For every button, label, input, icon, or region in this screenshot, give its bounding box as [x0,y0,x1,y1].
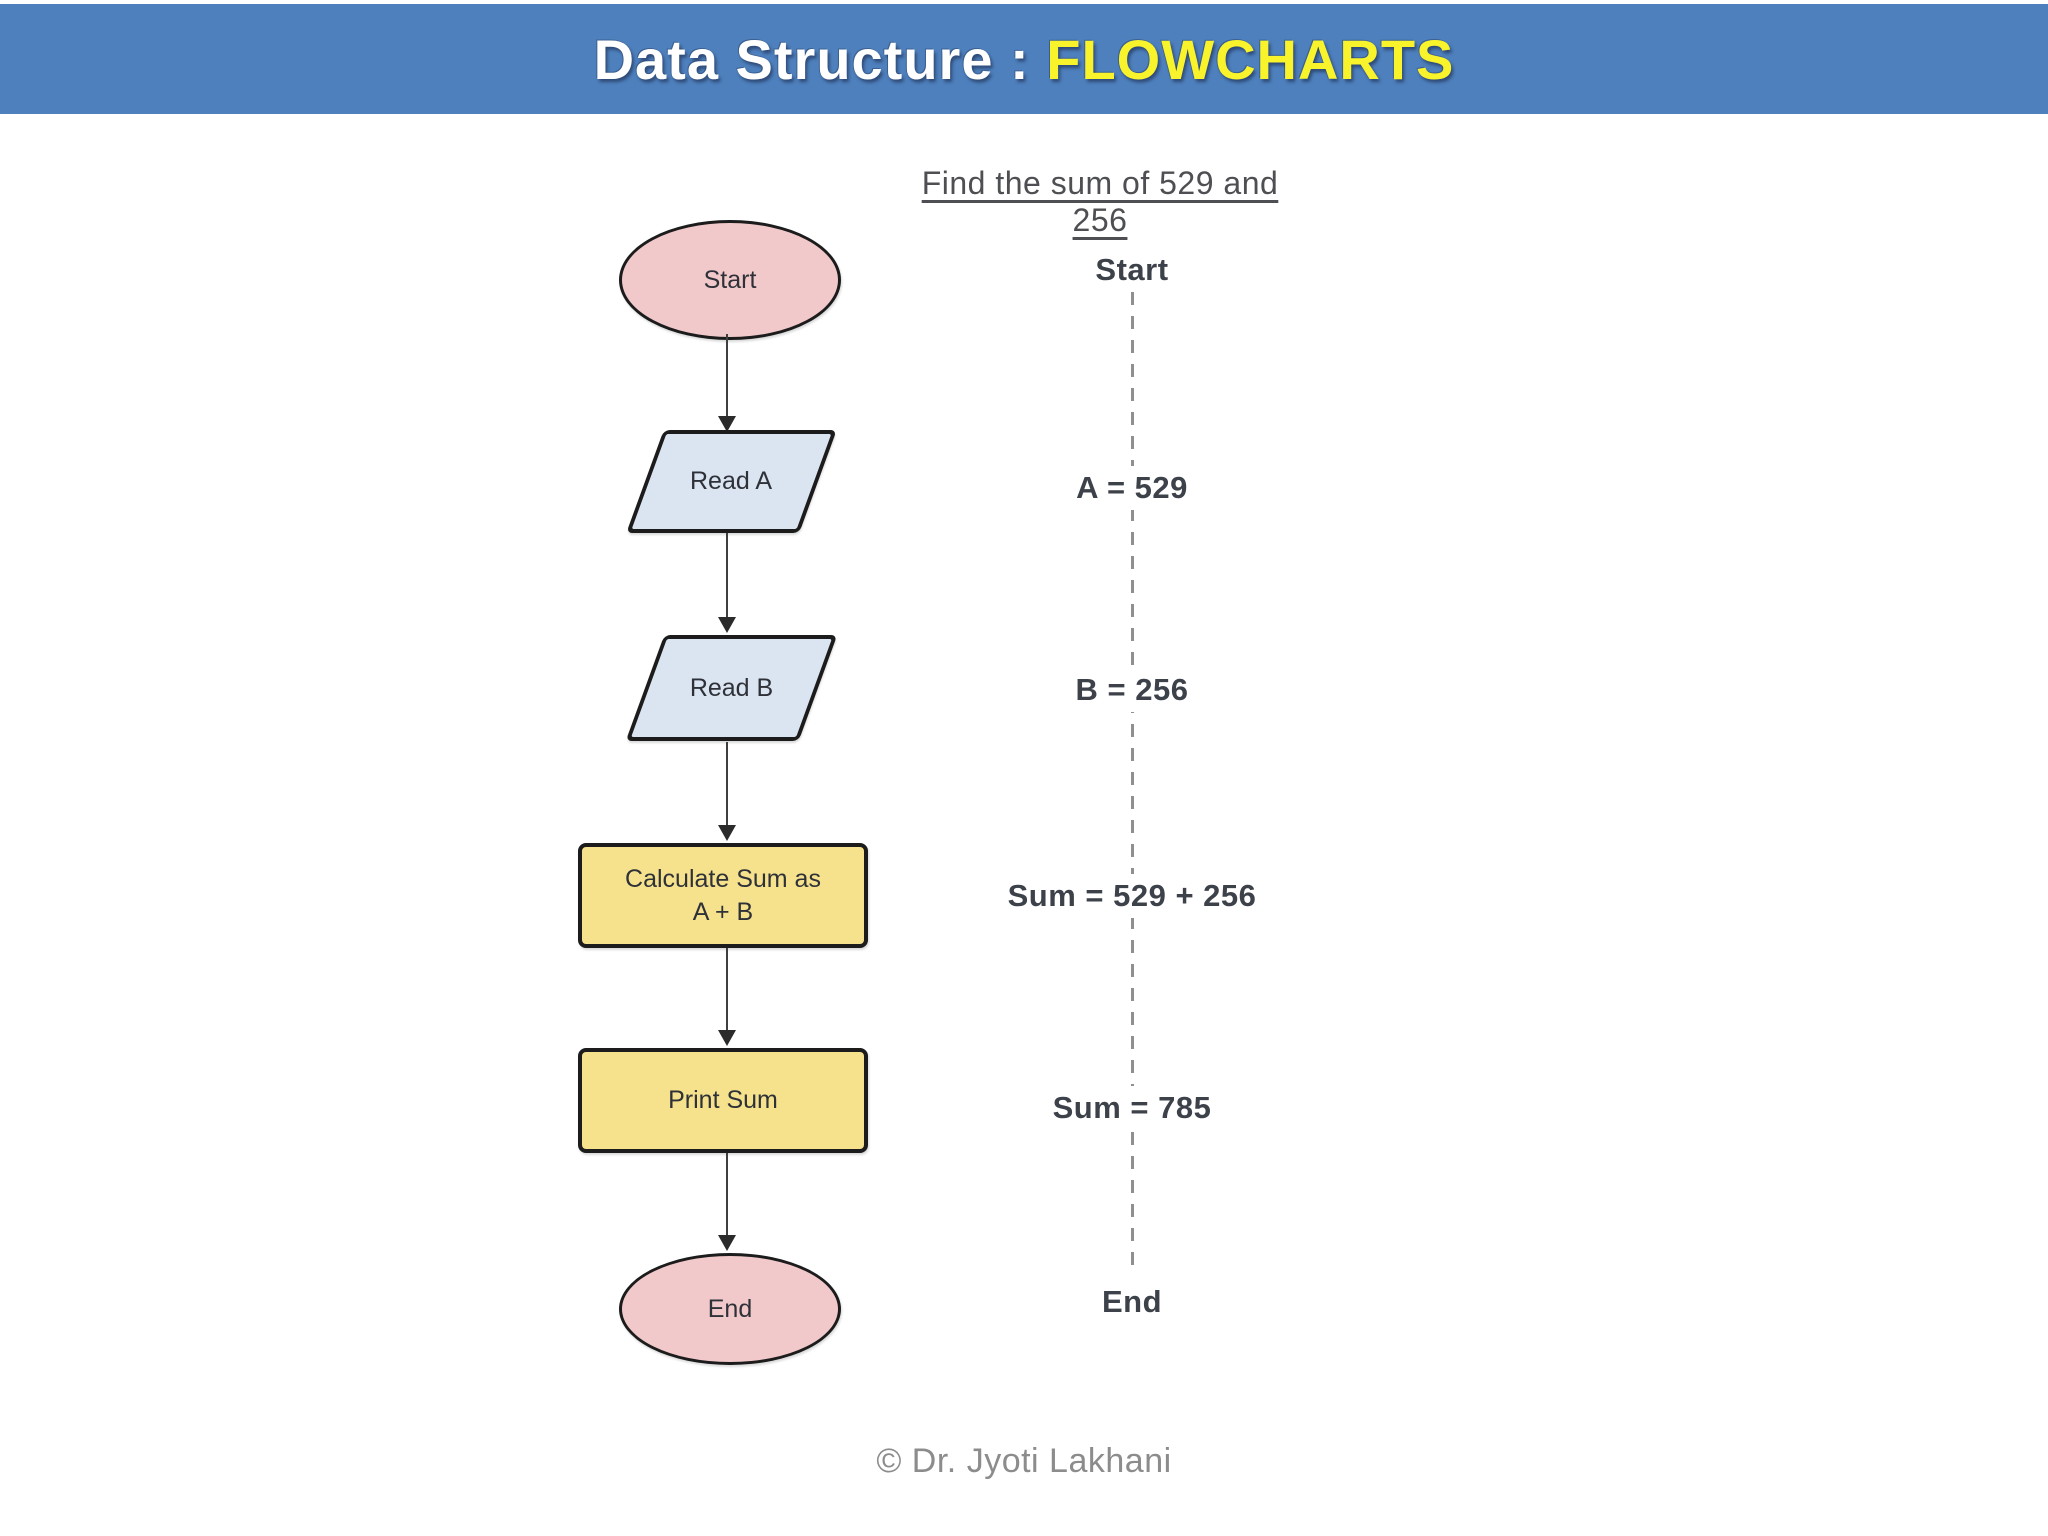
arrow-read-a-to-read-b [718,533,736,633]
trace-step-end: End [1089,1280,1175,1324]
node-print-sum-label: Print Sum [668,1086,778,1115]
flowchart-node-read-b: Read B [625,635,838,741]
flowchart-node-read-a: Read A [626,430,837,533]
trace-step-start: Start [1083,248,1181,292]
arrow-head-icon [718,1030,736,1046]
arrow-head-icon [718,1235,736,1251]
slide-header: Data Structure : FLOWCHARTS [0,4,2048,114]
arrow-shaft [725,533,729,617]
node-calculate-label-line2: A + B [692,897,754,926]
trace-dashed-line [1131,292,1134,1272]
node-end-label: End [707,1294,753,1323]
arrow-calculate-to-print [718,948,736,1046]
arrow-shaft [725,742,729,825]
trace-step-sum-expression: Sum = 529 + 256 [995,874,1269,918]
arrow-read-b-to-calculate [718,742,736,841]
copyright-text: © Dr. Jyoti Lakhani [876,1442,1172,1480]
node-calculate-label-line1: Calculate Sum as [625,865,821,893]
arrow-shaft [725,334,729,416]
trace-step-a-value: A = 529 [1064,466,1200,510]
arrow-shaft [725,1153,729,1235]
page-title-highlight: FLOWCHARTS [1046,27,1455,91]
node-read-a-label: Read A [690,467,773,495]
page-title-prefix: Data Structure : [593,27,1047,91]
page-title: Data Structure : FLOWCHARTS [594,27,1455,92]
flowchart-node-start: Start [619,220,841,340]
trace-step-sum-result: Sum = 785 [1040,1086,1224,1130]
node-start-label: Start [703,265,757,294]
arrow-start-to-read-a [718,334,736,432]
arrow-head-icon [718,416,736,432]
node-read-b-label: Read B [689,673,774,702]
arrow-head-icon [718,617,736,633]
flowchart-node-print-sum: Print Sum [578,1048,868,1153]
problem-title: Find the sum of 529 and 256 [921,165,1279,238]
arrow-print-to-end [718,1153,736,1251]
flowchart-node-end: End [619,1253,841,1365]
trace-step-b-value: B = 256 [1063,668,1201,712]
arrow-shaft [725,948,729,1030]
arrow-head-icon [718,825,736,841]
flowchart-node-calculate-sum: Calculate Sum as A + B [578,843,868,948]
